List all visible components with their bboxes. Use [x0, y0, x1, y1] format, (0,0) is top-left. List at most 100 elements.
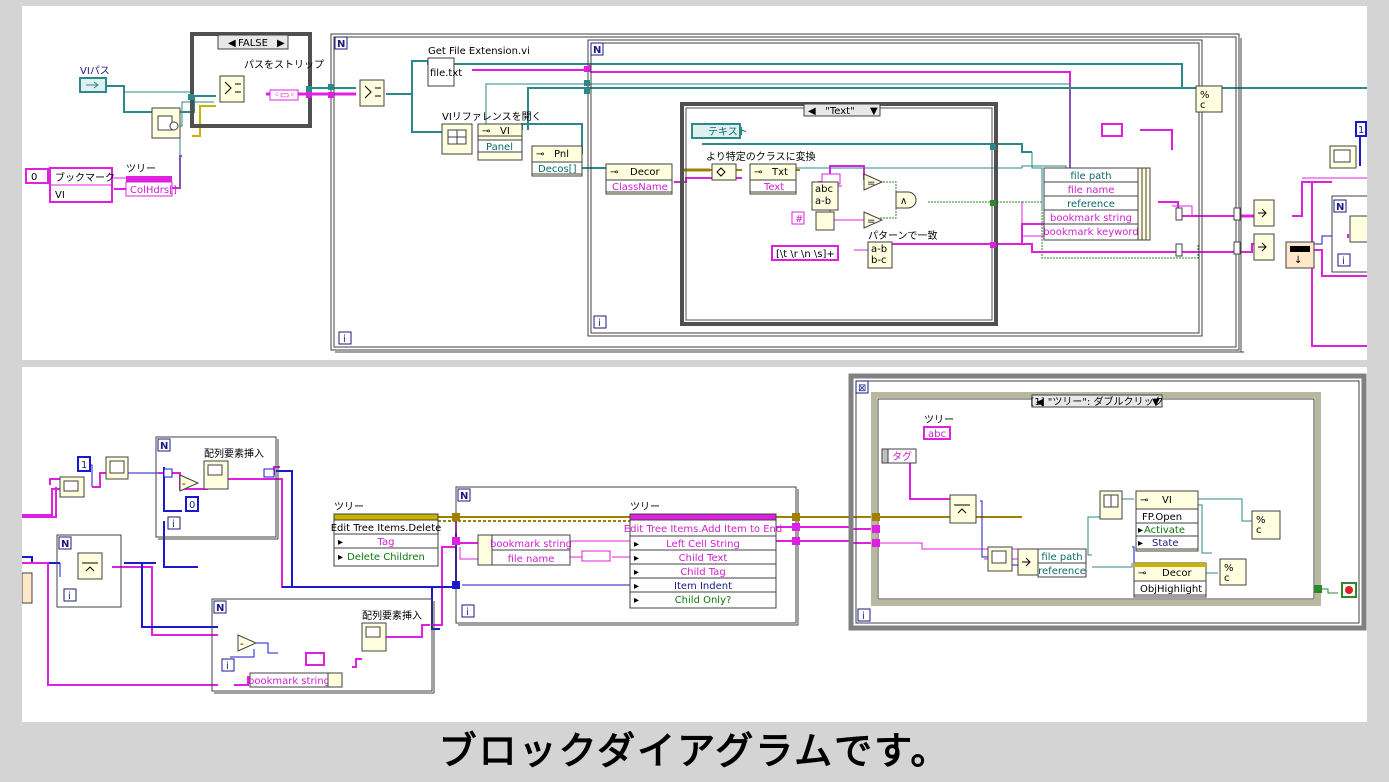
- add-for-n: N: [460, 491, 468, 502]
- index-array-node-br[interactable]: [987, 546, 1013, 572]
- tag-event-data[interactable]: タグ: [881, 448, 917, 464]
- vi-property-node[interactable]: ⊸ VI Panel: [477, 123, 523, 161]
- case-structure-false: ◀ FALSE ▶: [190, 32, 312, 128]
- unbundle-node-bottom[interactable]: bookmark string file name: [477, 534, 572, 566]
- small-for-n: N: [61, 539, 69, 550]
- subtract-node-2[interactable]: -: [237, 634, 258, 652]
- bundle-by-name-node[interactable]: file path file name reference bookmark s…: [1043, 167, 1151, 241]
- array-node-right[interactable]: [1329, 145, 1357, 169]
- insert-array-label-2: 配列要素挿入: [362, 609, 422, 622]
- stop-terminal[interactable]: [1341, 582, 1357, 598]
- string-subset-node[interactable]: abc a‑b: [811, 181, 839, 211]
- insert-array-node-2[interactable]: [361, 622, 387, 652]
- string-const-bottom[interactable]: [305, 652, 325, 666]
- decor-property-node[interactable]: ⊸ Decor ClassName: [605, 163, 673, 195]
- svg-text:-: -: [182, 479, 186, 490]
- insert-array-node-1[interactable]: [203, 460, 229, 490]
- bundle-reference: reference: [1067, 199, 1115, 210]
- text-case-dropdown[interactable]: ▼: [870, 106, 878, 117]
- event-case-dropdown[interactable]: ▼: [1152, 397, 1160, 408]
- shift-register-nodes[interactable]: [1175, 207, 1241, 257]
- vi-path-label: VIパス: [80, 65, 110, 77]
- open-vi-ref-node[interactable]: [441, 123, 473, 155]
- svg-text:⊠: ⊠: [858, 383, 866, 394]
- bookmark-string-unbundle[interactable]: bookmark string: [248, 672, 343, 688]
- for-loop-inner: N i: [587, 39, 1203, 337]
- event-case-left[interactable]: ◀: [1036, 397, 1044, 408]
- get-file-ext-node[interactable]: file.txt: [427, 57, 462, 87]
- numeric-const-right[interactable]: 1: [1355, 121, 1367, 137]
- hash-const[interactable]: #: [791, 211, 805, 225]
- build-array-node-1[interactable]: [1253, 199, 1275, 227]
- to-more-specific-node[interactable]: [711, 163, 737, 181]
- text-node-label: Text: [763, 182, 784, 193]
- match-pattern-node[interactable]: a‑b b‑c: [867, 241, 893, 269]
- vi-label: VI: [55, 190, 65, 201]
- svg-text:=: =: [867, 178, 875, 189]
- array-node-bl-2[interactable]: [59, 476, 85, 498]
- text-case-left[interactable]: ◀: [808, 106, 816, 117]
- index-array-node[interactable]: [359, 79, 385, 107]
- colhdrs-node[interactable]: ColHdrs[]: [125, 176, 177, 197]
- case-left-arrow[interactable]: ◀: [228, 38, 236, 49]
- search-array-node[interactable]: [949, 494, 977, 524]
- numeric-one-const[interactable]: 1: [77, 456, 91, 472]
- pnl-property-node[interactable]: ⊸ Pnl Decos[]: [531, 145, 583, 177]
- decor-node-label: Decor: [630, 167, 660, 178]
- bookmark-const-cluster[interactable]: 0 ブックマーク VI: [25, 167, 115, 203]
- text-class-const[interactable]: テキスト: [691, 123, 748, 139]
- for-loop-insert-1: N i: [155, 436, 279, 540]
- case-selector-label: FALSE: [238, 38, 268, 49]
- svg-text:a‑b: a‑b: [871, 244, 887, 255]
- add-child-text-label: Child Text: [679, 553, 728, 564]
- cursor-node[interactable]: ↓: [1285, 241, 1315, 269]
- unbundle-reference: reference: [1038, 566, 1086, 577]
- tree-label-3: ツリー: [924, 415, 954, 426]
- tree-delete-invoke-node[interactable]: Edit Tree Items.Delete ▸ Tag ▸ Delete Ch…: [331, 513, 442, 567]
- strip-path-node[interactable]: [219, 75, 245, 103]
- vi-path-control[interactable]: [79, 77, 107, 93]
- equal-node-1[interactable]: =: [863, 173, 884, 191]
- cursor-node-left[interactable]: [22, 572, 33, 604]
- tree-control-ref[interactable]: abc: [923, 426, 951, 440]
- right-for-i: i: [1342, 256, 1345, 267]
- format-node-br-2[interactable]: % c: [1251, 510, 1281, 540]
- build-array-node-2[interactable]: [1253, 233, 1275, 261]
- unbundle-bookmark-string: bookmark string: [490, 539, 572, 550]
- path-const-bottom[interactable]: [581, 550, 611, 562]
- and-node[interactable]: ∧: [895, 191, 917, 209]
- unbundle-file-name: file name: [508, 554, 555, 565]
- format-node-top-right[interactable]: % c: [1195, 85, 1223, 113]
- unbundle-arrow-node[interactable]: [1017, 548, 1039, 576]
- open-vi-ref-node-br[interactable]: [1099, 490, 1123, 520]
- insert2-for-i: i: [226, 661, 229, 672]
- case-structure-text: ◀ "Text" ▼: [680, 102, 998, 326]
- path-const-node[interactable]: ◦▭◦: [269, 89, 299, 101]
- svg-text:▸: ▸: [338, 537, 343, 548]
- decor-property-node-br[interactable]: ⊸ Decor ObjHighlight: [1133, 562, 1207, 598]
- svg-text:%: %: [1200, 90, 1210, 101]
- format-node-br-1[interactable]: % c: [1219, 558, 1247, 586]
- svg-text:1: 1: [1358, 125, 1364, 136]
- subtract-node-1[interactable]: -: [179, 474, 200, 492]
- svg-text:▸: ▸: [1138, 525, 1143, 536]
- for-loop-n: N: [337, 39, 345, 50]
- array-node-bl-1[interactable]: [105, 456, 129, 480]
- zero-const-1[interactable]: 0: [185, 496, 199, 512]
- match-node-small[interactable]: [815, 211, 835, 231]
- tree-add-invoke-node[interactable]: Edit Tree Items.Add Item to End ▸ Left C…: [624, 513, 782, 609]
- inner-for-i: i: [598, 318, 601, 329]
- right-for-n: N: [1336, 202, 1344, 213]
- regex-const[interactable]: [\t \r \n \s]+: [771, 245, 839, 261]
- file-info-node[interactable]: [151, 107, 181, 139]
- equal-node-2[interactable]: =: [863, 211, 884, 229]
- vi-fp-property-node[interactable]: ⊸ VI FP.Open ▸ Activate ▸ State: [1135, 490, 1199, 552]
- unbundle-file-path-ref[interactable]: file path reference: [1037, 548, 1087, 578]
- case-right-arrow[interactable]: ▶: [277, 38, 285, 49]
- txt-property-node[interactable]: ⊸ Txt Text: [749, 163, 797, 195]
- svg-text:-: -: [240, 639, 244, 650]
- delete-children-label: Delete Children: [347, 552, 425, 563]
- svg-text:⊸: ⊸: [482, 126, 490, 137]
- string-const-top-right[interactable]: [1101, 123, 1123, 137]
- classname-node-label: ClassName: [612, 182, 668, 193]
